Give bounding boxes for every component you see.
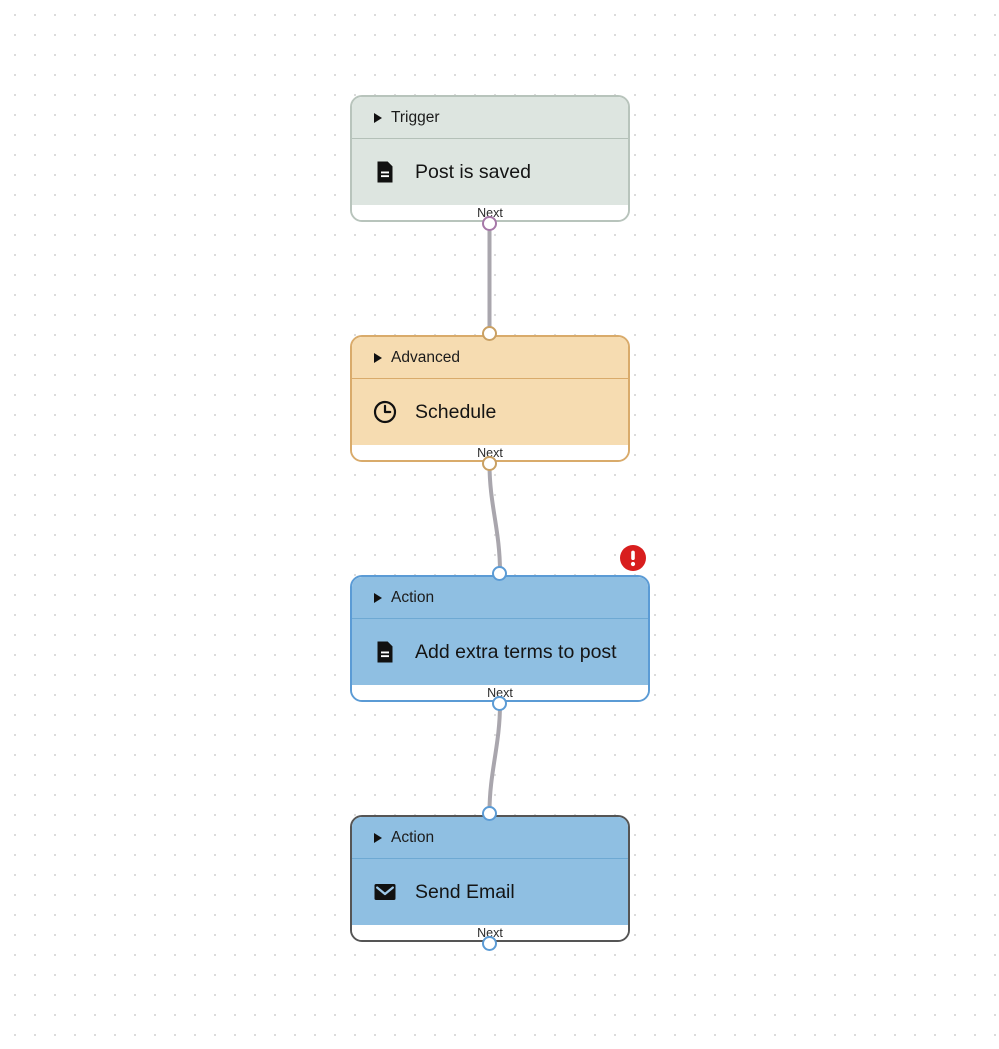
document-icon xyxy=(373,160,397,184)
expand-triangle-icon[interactable] xyxy=(374,592,382,603)
connection-port[interactable] xyxy=(482,806,497,821)
node-next-label: Next xyxy=(477,446,503,460)
node-category-label: Trigger xyxy=(391,108,440,126)
node-category-label: Advanced xyxy=(391,348,460,366)
node-title-label: Post is saved xyxy=(415,160,531,183)
connection-port[interactable] xyxy=(482,456,497,471)
connection-port[interactable] xyxy=(482,216,497,231)
node-divider xyxy=(352,138,628,139)
connection-port[interactable] xyxy=(482,326,497,341)
node-next-footer[interactable]: Next xyxy=(352,685,648,700)
node-body[interactable]: Send Email xyxy=(352,859,628,925)
connector-edge[interactable] xyxy=(487,462,502,574)
node-next-footer[interactable]: Next xyxy=(352,925,628,940)
connector-edge[interactable] xyxy=(487,702,502,814)
node-title-label: Send Email xyxy=(415,880,515,903)
node-divider xyxy=(352,858,628,859)
node-title-label: Schedule xyxy=(415,400,497,423)
node-body[interactable]: Post is saved xyxy=(352,139,628,205)
node-category-label: Action xyxy=(391,828,435,846)
connection-port[interactable] xyxy=(492,566,507,581)
node-next-footer[interactable]: Next xyxy=(352,445,628,460)
node-next-footer[interactable]: Next xyxy=(352,205,628,220)
node-body[interactable]: Add extra terms to post xyxy=(352,619,648,685)
expand-triangle-icon[interactable] xyxy=(374,352,382,363)
document-icon xyxy=(373,640,397,664)
envelope-icon xyxy=(373,880,397,904)
connection-port[interactable] xyxy=(482,936,497,951)
error-indicator-badge[interactable] xyxy=(620,545,646,571)
node-title-label: Add extra terms to post xyxy=(415,640,617,663)
node-divider xyxy=(352,618,648,619)
node-next-label: Next xyxy=(477,206,503,220)
node-header[interactable]: Trigger xyxy=(352,97,628,138)
node-header[interactable]: Advanced xyxy=(352,337,628,378)
node-next-label: Next xyxy=(487,686,513,700)
node-next-label: Next xyxy=(477,926,503,940)
node-category-label: Action xyxy=(391,588,435,606)
node-body[interactable]: Schedule xyxy=(352,379,628,445)
clock-icon xyxy=(373,400,397,424)
expand-triangle-icon[interactable] xyxy=(374,112,382,123)
node-divider xyxy=(352,378,628,379)
node-header[interactable]: Action xyxy=(352,577,648,618)
connection-port[interactable] xyxy=(492,696,507,711)
expand-triangle-icon[interactable] xyxy=(374,832,382,843)
node-header[interactable]: Action xyxy=(352,817,628,858)
